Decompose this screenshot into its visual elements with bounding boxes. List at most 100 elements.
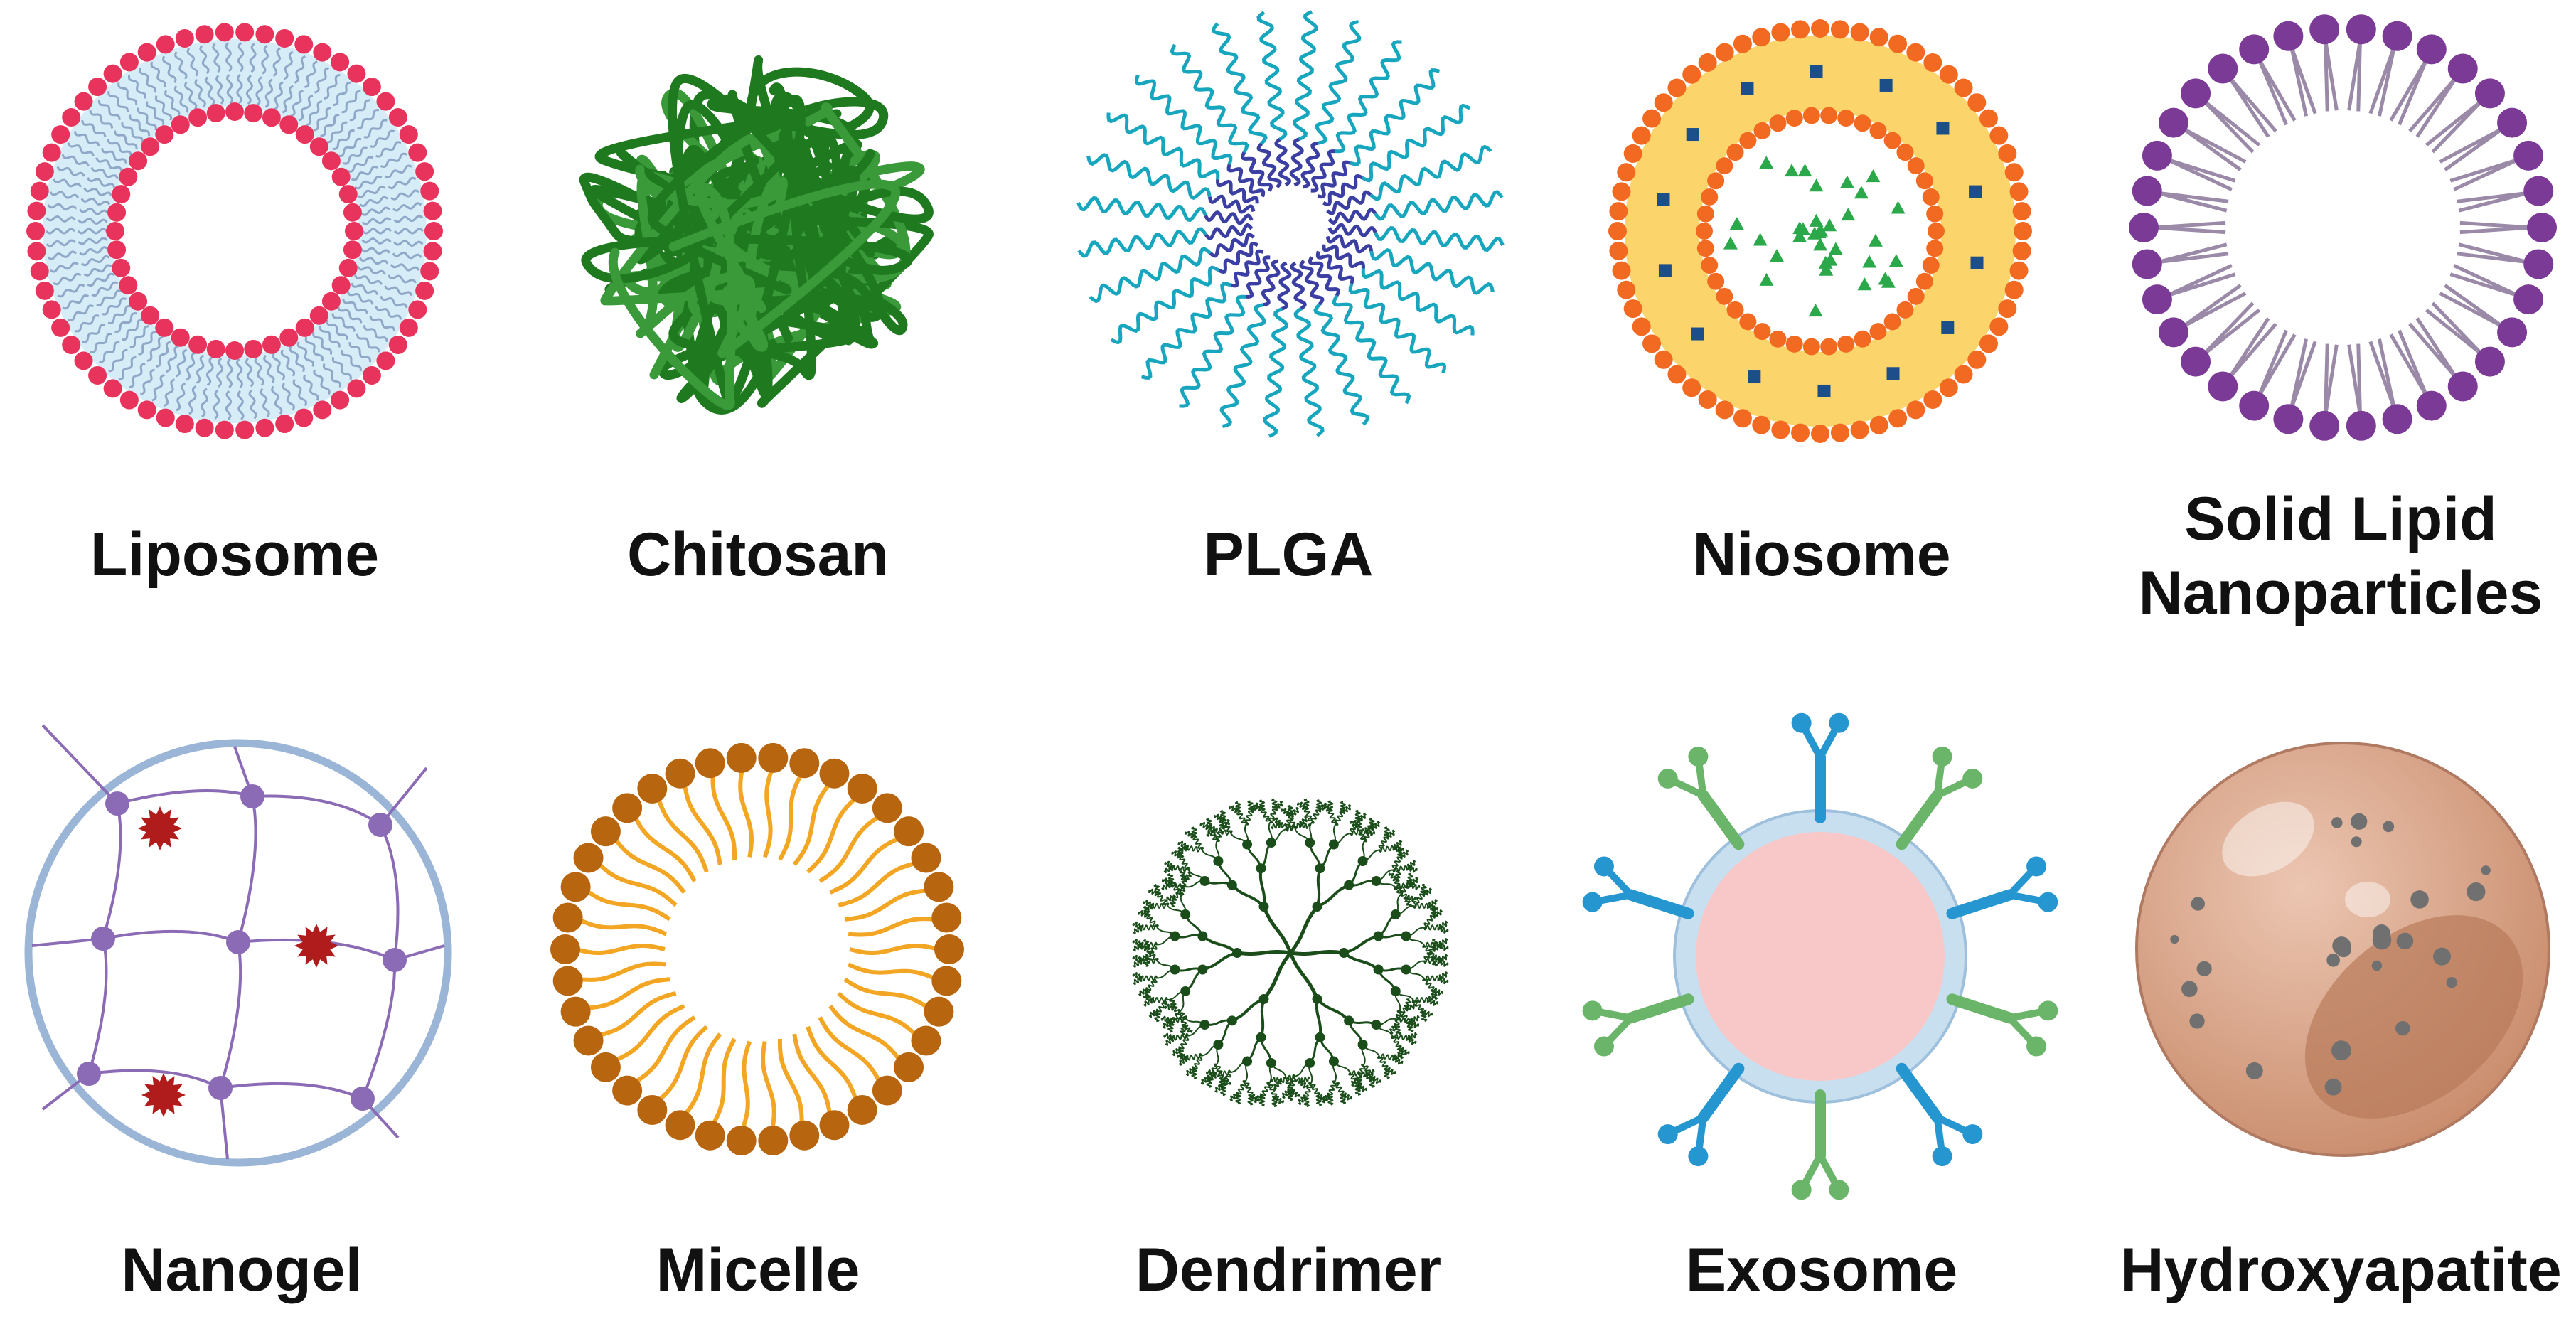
lipid-head [362,78,381,97]
dendron-branch [1247,800,1254,812]
dendron-branch [1364,1069,1375,1077]
lipid-tail [361,237,392,245]
surfactant-head [1642,109,1662,128]
surfactant-tail [838,860,918,908]
lipid-head [2132,249,2162,279]
dendron-branch [1423,941,1439,948]
lipid-tail [290,89,304,117]
dendron-branch [1394,870,1401,882]
network-node [77,1062,101,1086]
lipid-head [423,242,442,261]
dendron-branch [1357,827,1367,842]
mineral-particle [2432,947,2451,966]
encapsulated-drug [138,806,182,850]
lipid-tail [162,55,177,83]
polymer-outer-chain [1350,68,1441,166]
network-node [208,1076,233,1100]
lipid-head [141,137,160,156]
lipid-head [2239,390,2270,421]
polymer-inner-chain [1226,164,1266,198]
dendron-branch [1356,1084,1367,1092]
dendron-branch [1215,840,1220,862]
dendron-branch [1285,1074,1300,1083]
lipid-head [175,415,194,434]
surfactant-head [726,1126,757,1156]
lipid-head [137,400,156,420]
lipid-tail [323,363,341,388]
lipid-tail [87,272,115,287]
lipid-tail [375,306,402,320]
surfactant-tail [847,962,937,981]
hydrophobic-drug [1691,327,1704,341]
lipid-tail [304,336,324,361]
surfactant-head [1608,222,1627,240]
lipid-tail [2157,242,2229,265]
dendron-branch [1405,1003,1416,1012]
lipid-tail [52,178,82,188]
branch-point [1357,856,1368,867]
lipid-head [155,125,174,144]
lipid-tail [351,282,379,296]
lipid-head [2309,14,2340,45]
lipid-tail [99,341,120,363]
polymer-inner-chain [1325,234,1374,254]
lipid-head [338,185,358,204]
dendron-branch [1170,882,1187,890]
surfactant-tail [740,1040,752,1131]
polymer-inner-chain [1327,208,1377,225]
dendron-branch [1167,1021,1175,1033]
dendron-branch [1163,1032,1175,1040]
lipid-tail [56,166,85,177]
dendron-branch [1406,865,1418,873]
surfactant-head [1698,53,1717,73]
lipid-tail [62,294,89,310]
lipid-head [74,351,93,370]
lipid-head [309,137,328,156]
lipid-head [2447,371,2478,402]
lipid-tail [249,43,257,73]
lipid-head [2273,21,2304,51]
lipid-tail [129,114,151,137]
lipid-tail [358,256,389,265]
lipid-tail [272,47,281,77]
dendrimer-illustration [1132,798,1449,1108]
polymer-outer-chain [1211,22,1268,145]
encapsulated-drug [141,1073,186,1117]
dendron-branch [1209,1063,1218,1078]
lipid-tail [215,75,225,105]
surfactant-tail [632,815,697,882]
lipid-tail [102,297,127,316]
polymer-inner-chain [1209,233,1255,258]
surfactant-head [1632,317,1651,336]
lipid-tail [121,122,144,142]
hydrophilic-drug [1866,169,1881,183]
surfactant-tail [777,1039,804,1126]
surfactant-head [1837,110,1855,127]
polymer-inner-chain [1246,255,1271,299]
lipid-head [2239,34,2270,65]
lipid-head [2497,317,2528,348]
surfactant-head [1623,299,1642,319]
lipid-tail [384,164,412,178]
dendron-branch [1132,921,1144,929]
lipid-tail [342,298,369,315]
dendron-branch [1273,1079,1282,1090]
dendron-branch [1260,809,1272,823]
dendron-branch [1405,968,1425,979]
liposome-illustration [26,23,443,439]
surfactant-head [1785,110,1803,127]
lipid-tail [360,247,391,255]
lipid-head [295,125,314,144]
lipid-head [294,35,314,54]
lipid-tail [356,265,386,275]
dendron-branch [1258,799,1266,811]
dendron-branch [1158,998,1168,1013]
receptor-tip [2038,892,2058,912]
lipid-head [262,335,281,354]
chitosan-illustration [579,55,934,415]
polymer-inner-chain [1289,261,1307,311]
lipid-tail [255,76,264,106]
dendron-branch [1362,849,1379,862]
surfactant-head [1989,317,2009,336]
lipid-head [2309,410,2340,441]
